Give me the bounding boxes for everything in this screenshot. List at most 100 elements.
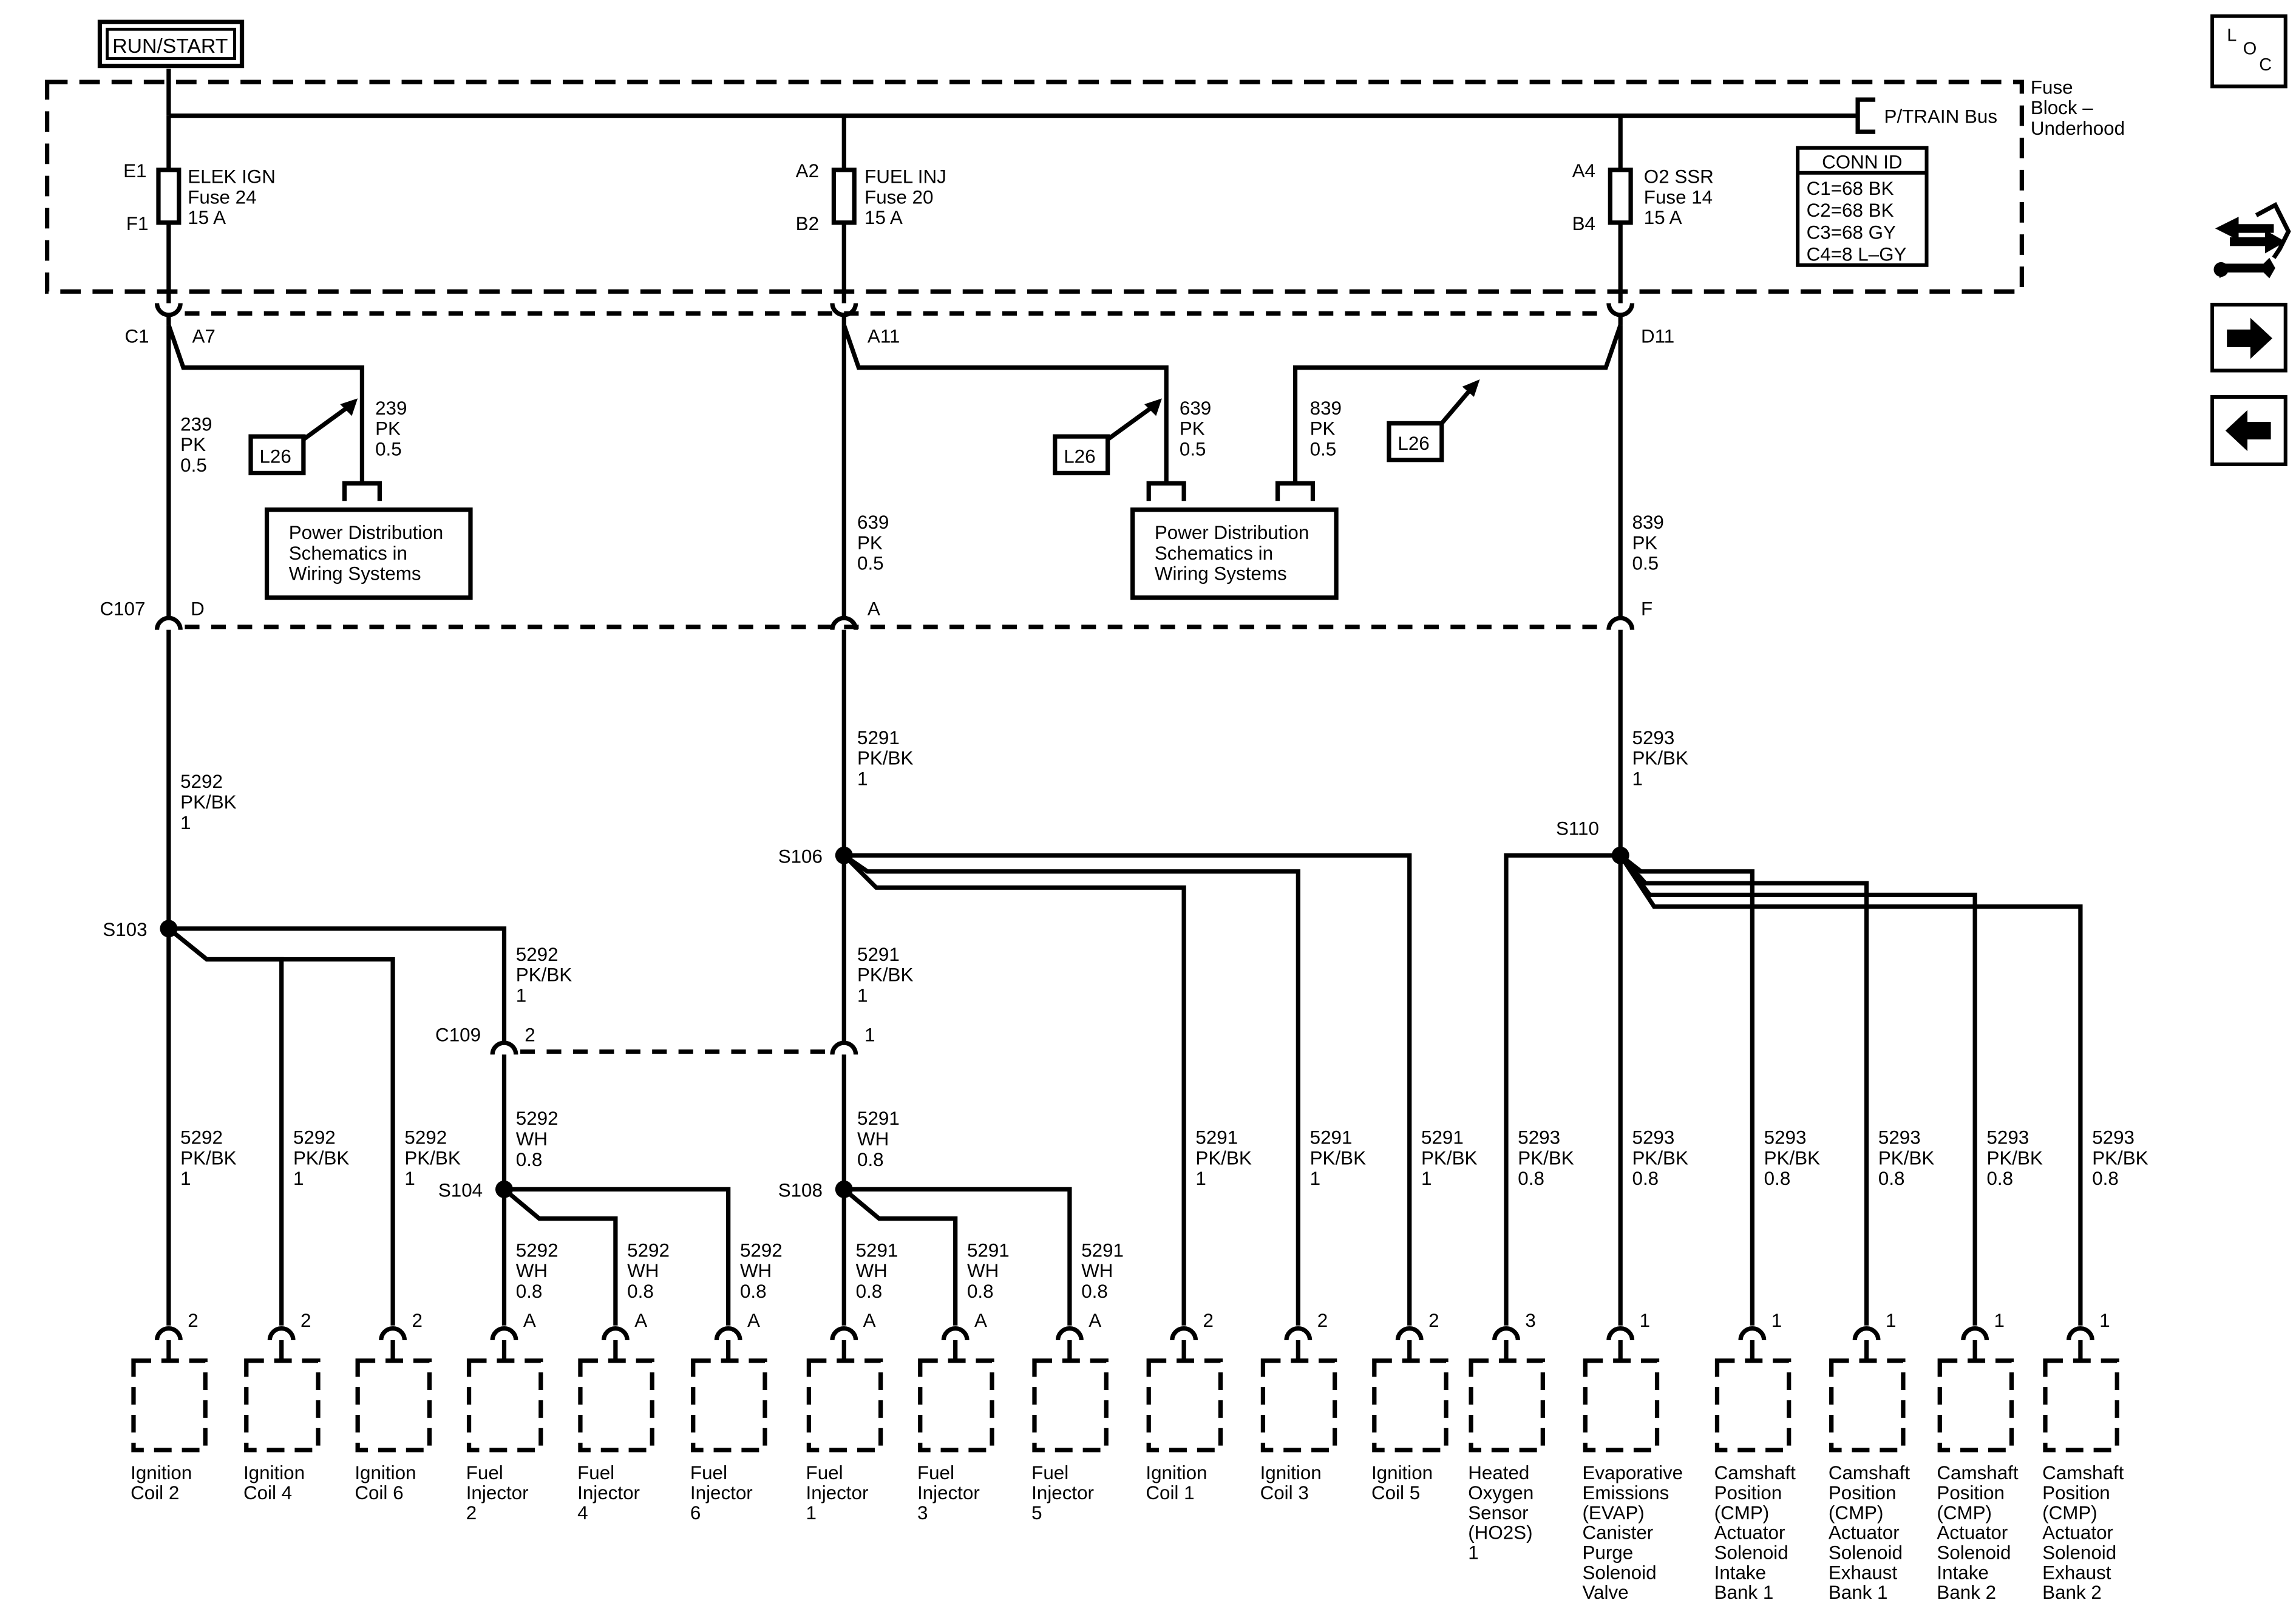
component-box [466, 1358, 543, 1453]
component-box [1714, 1358, 1792, 1453]
fuse-block-label: Fuse Block – Underhood [2031, 76, 2125, 139]
component-connector [1170, 1326, 1198, 1341]
conn-c107-label: C107 [100, 598, 145, 619]
l26-label-3: L26 [1398, 433, 1429, 454]
component-box [355, 1358, 432, 1453]
conn-c107-f: F [1641, 598, 1652, 619]
splice-s104-dot [495, 1180, 513, 1198]
run-start-label: RUN/START [112, 35, 228, 58]
component-pin-label: A [747, 1310, 760, 1331]
component-box [1469, 1358, 1545, 1453]
conn-c1-a7: A7 [192, 326, 215, 347]
component-connector [1395, 1326, 1424, 1341]
component-connector [1284, 1326, 1313, 1341]
conn-c1-a11: A11 [868, 326, 900, 347]
fuse-3-bottom-pin: B4 [1572, 213, 1595, 234]
svg-text:C: C [2259, 55, 2272, 75]
svg-text:L: L [2227, 26, 2237, 46]
component-box [1829, 1358, 1906, 1453]
component-connector [1852, 1326, 1881, 1341]
conn-id-rows: C1=68 BK C2=68 BK C3=68 GY C4=8 L–GY [1807, 178, 1907, 265]
component-box [1260, 1358, 1337, 1453]
conn-c109-label: C109 [435, 1025, 481, 1046]
component-pin-label: 1 [1886, 1310, 1896, 1331]
component-box [806, 1358, 883, 1453]
fuse-o2-ssr [1608, 168, 1633, 225]
conn-c1-label: C1 [124, 326, 149, 347]
splice-s103-label: S103 [103, 919, 147, 940]
component-pin-label: A [863, 1310, 876, 1331]
component-connector [379, 1326, 407, 1341]
component-pin-label: 2 [1317, 1310, 1328, 1331]
component-connector [1055, 1326, 1084, 1341]
component-box [2043, 1358, 2119, 1453]
component-pin-label: 1 [1771, 1310, 1782, 1331]
fuse-1-top-pin: E1 [123, 160, 146, 181]
component-box [1372, 1358, 1449, 1453]
component-connector [2066, 1326, 2094, 1341]
arrow-left-icon[interactable] [2210, 395, 2288, 466]
component-box [244, 1358, 321, 1453]
splice-s103-dot [160, 920, 178, 938]
component-connector [1492, 1326, 1520, 1341]
component-box [578, 1358, 654, 1453]
component-box [131, 1358, 208, 1453]
fuse-block-outline [44, 80, 2024, 294]
conn-c107-a: A [868, 598, 880, 619]
arrow-right-icon[interactable] [2210, 302, 2288, 373]
component-connector [1606, 1326, 1635, 1341]
component-connector [1738, 1326, 1767, 1341]
fuse-3-top-pin: A4 [1572, 160, 1595, 181]
splice-s104-label: S104 [438, 1179, 483, 1201]
conn-id-title: CONN ID [1822, 151, 1902, 172]
component-connector [830, 1326, 858, 1341]
component-box [1146, 1358, 1223, 1453]
loc-button[interactable]: L O C [2210, 14, 2288, 89]
conn-c1-d11: D11 [1641, 326, 1674, 347]
splice-s108-label: S108 [778, 1179, 823, 1201]
component-pin-label: 1 [1640, 1310, 1650, 1331]
splice-s108-dot [835, 1180, 853, 1198]
fuse-2-top-pin: A2 [796, 160, 819, 181]
power-distribution-box-1 [264, 507, 473, 600]
fuse-elek-ign [156, 168, 182, 225]
component-pin-label: 2 [1203, 1310, 1213, 1331]
component-pin-label: 2 [1428, 1310, 1439, 1331]
wrench-arrows-icon[interactable] [2213, 202, 2291, 279]
component-box [1937, 1358, 2014, 1453]
